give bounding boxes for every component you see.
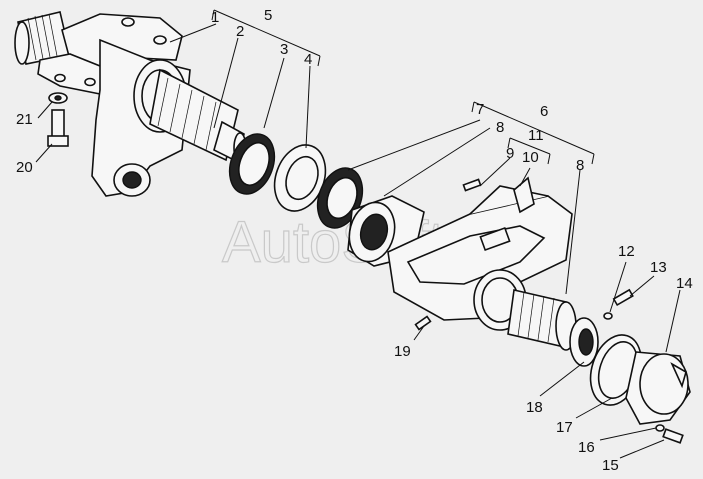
callout-9: 9: [506, 145, 514, 162]
nut-part-18: [569, 317, 599, 367]
callout-12: 12: [618, 243, 635, 260]
callout-4: 4: [304, 51, 312, 68]
bolt-part-15: [662, 428, 684, 444]
callout-1: 1: [211, 9, 219, 26]
callout-7: 7: [476, 101, 484, 118]
thrust-washer-part-4: [273, 144, 327, 212]
callout-14: 14: [676, 275, 693, 292]
callout-5: 5: [264, 7, 272, 24]
callout-13: 13: [650, 259, 667, 276]
callout-18: 18: [526, 399, 543, 416]
callout-6: 6: [540, 103, 548, 120]
pin-part-9: [462, 178, 482, 192]
seal-part-7: [316, 167, 364, 229]
callout-20: 20: [16, 159, 33, 176]
callout-21: 21: [16, 111, 33, 128]
washer-part-21: [48, 92, 68, 104]
callout-3: 3: [280, 41, 288, 58]
callout-8-top: 8: [496, 119, 504, 136]
bolt-part-20: [47, 109, 69, 147]
cover-part-14: [625, 351, 691, 425]
callout-10: 10: [522, 149, 539, 166]
washer-part-12: [603, 312, 613, 320]
callout-8-right: 8: [576, 157, 584, 174]
leader-lines: [35, 9, 681, 459]
callout-19: 19: [394, 343, 411, 360]
bolt-part-19: [414, 315, 432, 331]
seal-ring-part-3: [228, 133, 276, 195]
washer-part-16: [655, 424, 665, 432]
callout-2: 2: [236, 23, 244, 40]
callout-16: 16: [578, 439, 595, 456]
bolt-part-13: [612, 288, 634, 307]
callout-11: 11: [528, 127, 544, 144]
bearing-part-8-right: [507, 289, 577, 351]
callout-15: 15: [602, 457, 619, 474]
axle-housing: [14, 11, 247, 197]
callout-17: 17: [556, 419, 573, 436]
